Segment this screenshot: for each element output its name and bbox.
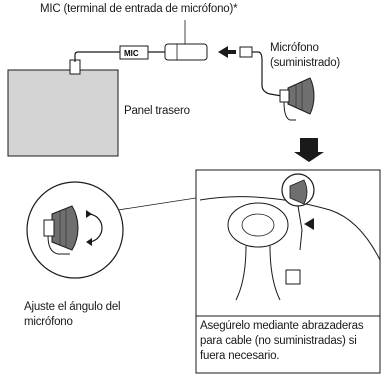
mic-tag-text: MIC <box>124 49 139 58</box>
mic-connector-tag: MIC <box>119 45 149 60</box>
mic-cable-from-jack <box>74 51 120 62</box>
adjust-circle <box>26 181 124 279</box>
car-interior-panel <box>195 169 381 317</box>
adjust-label-line2: micrófono <box>24 316 73 328</box>
microphone-label-line1: Micrófono <box>270 42 319 54</box>
rear-panel-label: Panel trasero <box>124 105 190 117</box>
mic-terminal-label: MIC (terminal de entrada de micrófono)* <box>40 3 238 15</box>
microphone-supplied <box>279 77 315 121</box>
adjust-label-line1: Ajuste el ángulo del <box>24 301 121 313</box>
plug-sleeve <box>164 43 208 61</box>
rear-panel <box>7 59 119 157</box>
secure-label-line2: para cable (no suministradas) si <box>200 335 357 347</box>
microphone-label-line2: (suministrado) <box>270 57 341 69</box>
microphone-plug <box>239 46 289 98</box>
secure-label-line3: fuera necesario. <box>200 350 280 362</box>
down-arrow <box>294 138 324 162</box>
insert-arrow <box>218 46 236 58</box>
rear-jack <box>69 59 81 75</box>
secure-label-line1: Asegúrelo mediante abrazaderas <box>200 320 364 332</box>
